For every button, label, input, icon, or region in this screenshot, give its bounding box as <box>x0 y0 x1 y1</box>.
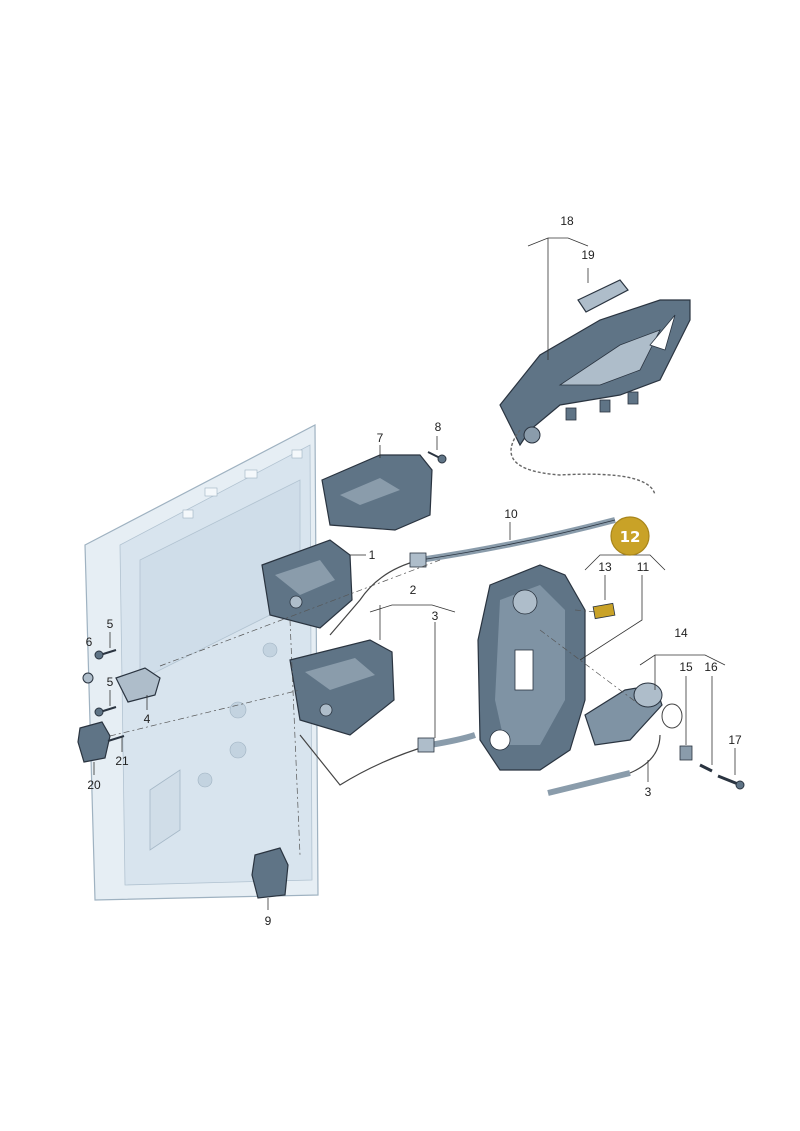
label-5-b: 5 <box>107 675 114 689</box>
label-13: 13 <box>598 560 612 574</box>
screw-21[interactable] <box>107 735 125 742</box>
assembly-lines <box>109 559 641 856</box>
handle-cable <box>510 429 656 496</box>
highlight-callout-12[interactable]: 12 <box>610 516 650 556</box>
door-panel <box>84 424 319 901</box>
cable-3-lower[interactable] <box>299 732 476 786</box>
label-17: 17 <box>728 733 742 747</box>
highlight-label: 12 <box>620 528 641 546</box>
bolt-16[interactable] <box>699 763 713 773</box>
label-21: 21 <box>115 754 129 768</box>
lock-unit-upper[interactable] <box>261 539 353 629</box>
handle-cap[interactable] <box>577 279 629 313</box>
label-7: 7 <box>377 431 384 445</box>
part-labels: 18 19 7 8 1 2 3 10 13 11 14 15 16 17 3 5… <box>86 214 742 928</box>
label-1: 1 <box>369 548 376 562</box>
screw-5a[interactable] <box>94 649 117 660</box>
label-10: 10 <box>504 507 518 521</box>
door-handle[interactable] <box>499 299 691 447</box>
lock-unit-lower[interactable] <box>289 639 395 736</box>
lock-cover[interactable] <box>321 454 433 531</box>
label-20: 20 <box>87 778 101 792</box>
label-18: 18 <box>560 214 574 228</box>
carrier-plate[interactable] <box>477 564 586 771</box>
leader-lines <box>93 237 736 910</box>
label-3-b: 3 <box>645 785 652 799</box>
striker-20[interactable] <box>77 721 111 763</box>
label-8: 8 <box>435 420 442 434</box>
label-6: 6 <box>86 635 93 649</box>
label-19: 19 <box>581 248 595 262</box>
screw-5b[interactable] <box>94 706 117 717</box>
washer-6[interactable] <box>82 672 94 684</box>
cable-10[interactable] <box>329 517 616 636</box>
label-15: 15 <box>679 660 693 674</box>
bracket-4[interactable] <box>115 667 161 703</box>
label-4: 4 <box>144 712 151 726</box>
pad-13[interactable] <box>592 602 616 620</box>
label-9: 9 <box>265 914 272 928</box>
part-9[interactable] <box>251 847 289 899</box>
grommet-15[interactable] <box>679 745 693 761</box>
label-3-a: 3 <box>432 609 439 623</box>
actuator-motor[interactable] <box>584 682 683 746</box>
label-2: 2 <box>410 583 417 597</box>
bolt-17[interactable] <box>717 774 745 790</box>
cable-3-right[interactable] <box>547 734 661 796</box>
label-16: 16 <box>704 660 718 674</box>
label-14: 14 <box>674 626 688 640</box>
label-5-a: 5 <box>107 617 114 631</box>
label-11: 11 <box>637 560 650 574</box>
screw-8[interactable] <box>427 451 447 464</box>
